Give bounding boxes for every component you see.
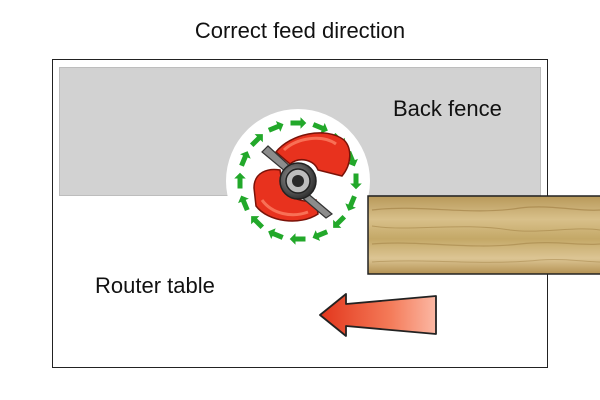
rotation-arrow <box>250 215 266 231</box>
router-bit-icon <box>253 132 351 222</box>
rotation-arrow <box>311 227 330 243</box>
feed-arrow-icon <box>319 293 437 337</box>
rotation-arrow <box>236 194 252 213</box>
rotation-arrow <box>266 119 285 135</box>
router-table-label: Router table <box>95 273 215 298</box>
rotation-arrow <box>288 230 307 248</box>
rotation-arrow <box>248 133 264 149</box>
back-fence-label: Back fence <box>393 96 502 121</box>
rotation-arrow <box>266 226 285 242</box>
rotation-arrow <box>347 172 365 191</box>
rotation-arrow <box>289 114 308 132</box>
rotation-arrow <box>231 171 249 190</box>
wood-board-icon <box>367 195 600 275</box>
rotation-arrow <box>332 213 348 229</box>
diagram-title: Correct feed direction <box>194 18 406 43</box>
rotation-arrow <box>343 194 359 213</box>
rotation-arrow <box>237 149 253 168</box>
